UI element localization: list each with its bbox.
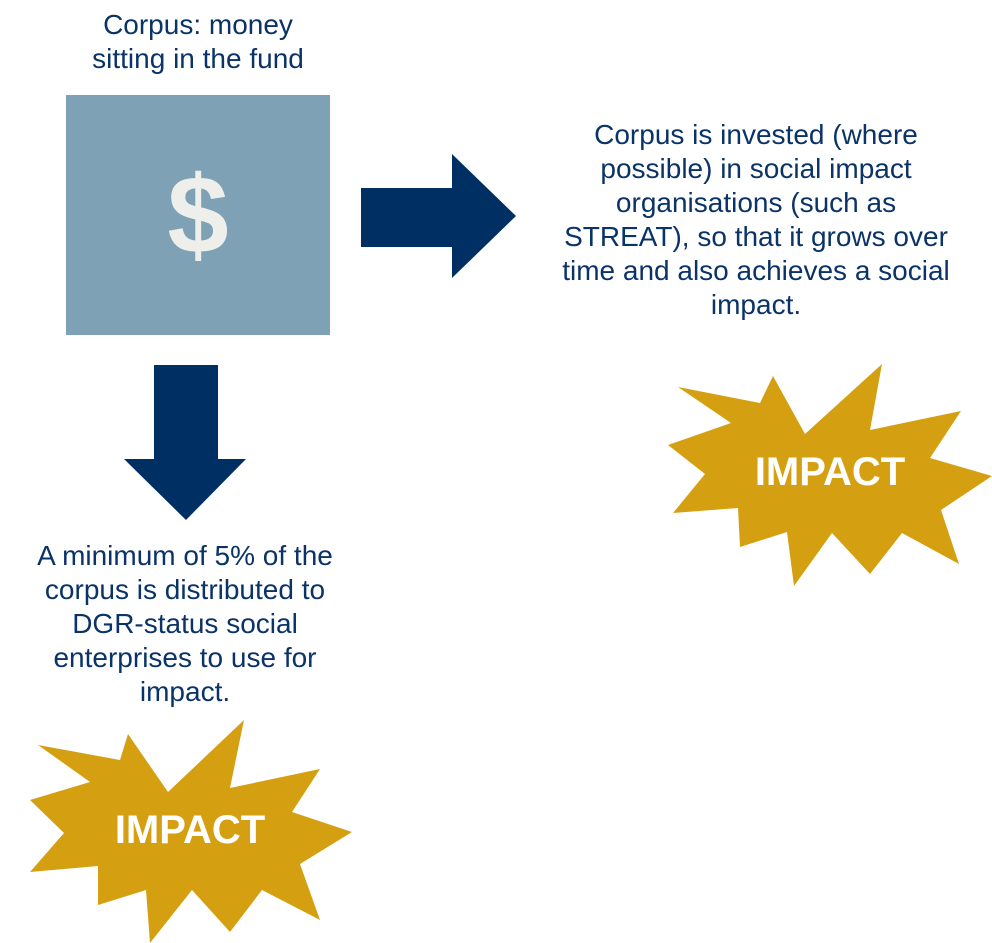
distribute-description: A minimum of 5% of the corpus is distrib… (37, 540, 333, 707)
starburst-icon (668, 364, 992, 586)
corpus-box: $ (66, 95, 330, 335)
impact-label-left: IMPACT (114, 808, 266, 852)
starburst-icon (30, 720, 352, 943)
corpus-title: Corpus: money sitting in the fund (92, 9, 304, 74)
dollar-icon: $ (167, 153, 229, 277)
impact-label-right: IMPACT (754, 450, 906, 494)
invest-description: Corpus is invested (where possible) in s… (562, 119, 950, 320)
down-arrow-icon (124, 365, 246, 520)
right-arrow-icon (361, 154, 516, 278)
